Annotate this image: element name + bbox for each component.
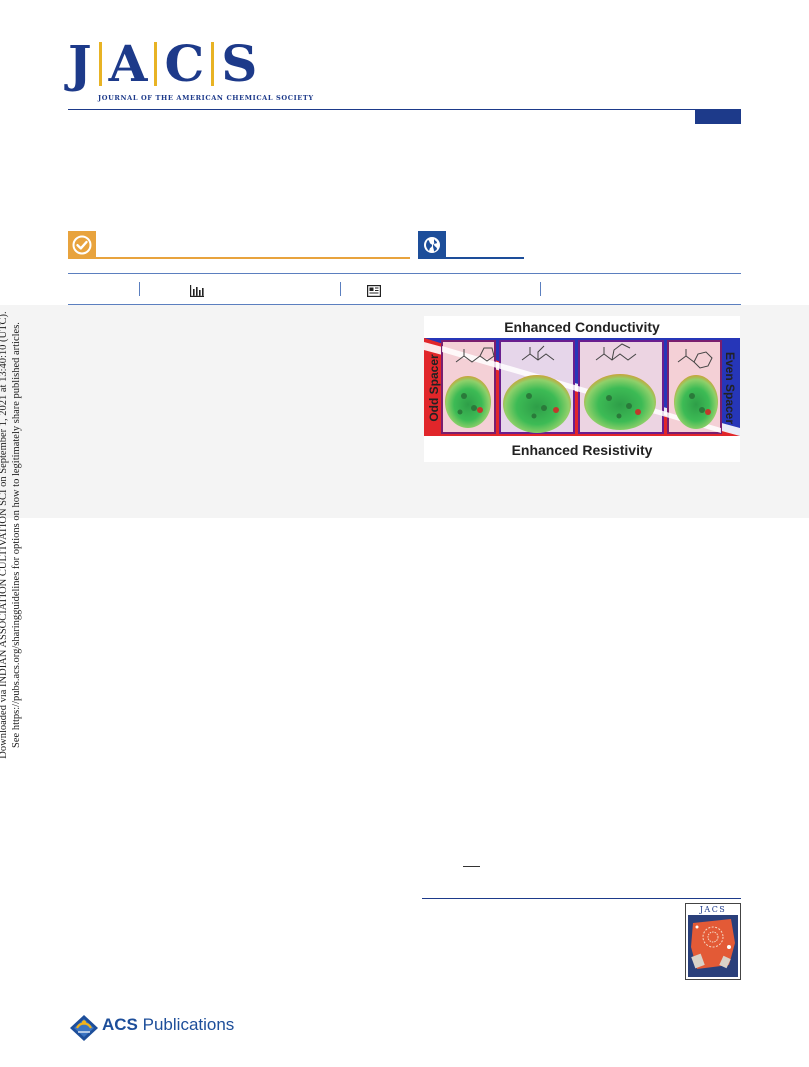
acs-publications-logo[interactable]: ACS Publications [68, 1011, 234, 1043]
toc-bottom-label: Enhanced Resistivity [512, 442, 653, 458]
bar-chart-icon[interactable] [190, 284, 204, 302]
logo-letter-j: J [68, 34, 92, 93]
badge-underline [446, 257, 524, 259]
metrics-separator [340, 282, 341, 296]
logo-divider [154, 42, 158, 86]
publisher-name: ACS Publications [102, 1015, 234, 1035]
toc-left-label: Odd Spacer [427, 354, 441, 422]
toc-graphic[interactable]: Enhanced Conductivity Enhanced Resistivi… [424, 316, 740, 462]
download-notice: Downloaded via INDIAN ASSOCIATION CULTIV… [0, 185, 27, 885]
acs-emblem-icon [70, 1015, 98, 1041]
journal-name: JOURNAL OF THE AMERICAN CHEMICAL SOCIETY [98, 94, 314, 102]
publisher-prefix: ACS [102, 1015, 138, 1034]
text-dash [463, 866, 480, 867]
publisher-suffix: Publications [142, 1015, 235, 1034]
logo-divider [211, 42, 215, 86]
metrics-rule-bottom [68, 304, 741, 305]
badge-underline [96, 257, 410, 259]
metrics-separator [540, 282, 541, 296]
download-notice-line2: See https://pubs.acs.org/sharingguidelin… [11, 322, 22, 748]
check-circle-icon [72, 235, 92, 255]
editors-choice-badge[interactable] [68, 231, 96, 259]
cover-title: JACS [699, 905, 727, 914]
footer-rule [422, 898, 741, 899]
logo-letter-s: S [221, 34, 258, 93]
journal-logo: J A C S JOURNAL OF THE AMERICAN CHEMICAL… [68, 34, 313, 106]
journal-cover-thumbnail[interactable]: JACS [685, 903, 741, 980]
open-access-badge[interactable] [418, 231, 446, 259]
toc-right-label: Even Spacer [723, 352, 737, 424]
newspaper-icon[interactable] [367, 284, 382, 302]
header-rule [68, 109, 741, 110]
metrics-separator [139, 282, 140, 296]
logo-letter-a: A [108, 34, 148, 93]
toc-top-label: Enhanced Conductivity [504, 319, 660, 335]
header-tab [695, 110, 741, 124]
globe-icon [424, 237, 440, 253]
logo-divider [98, 42, 102, 86]
download-notice-line1: Downloaded via INDIAN ASSOCIATION CULTIV… [0, 311, 9, 759]
metrics-rule-top [68, 273, 741, 274]
logo-letter-c: C [164, 34, 205, 93]
